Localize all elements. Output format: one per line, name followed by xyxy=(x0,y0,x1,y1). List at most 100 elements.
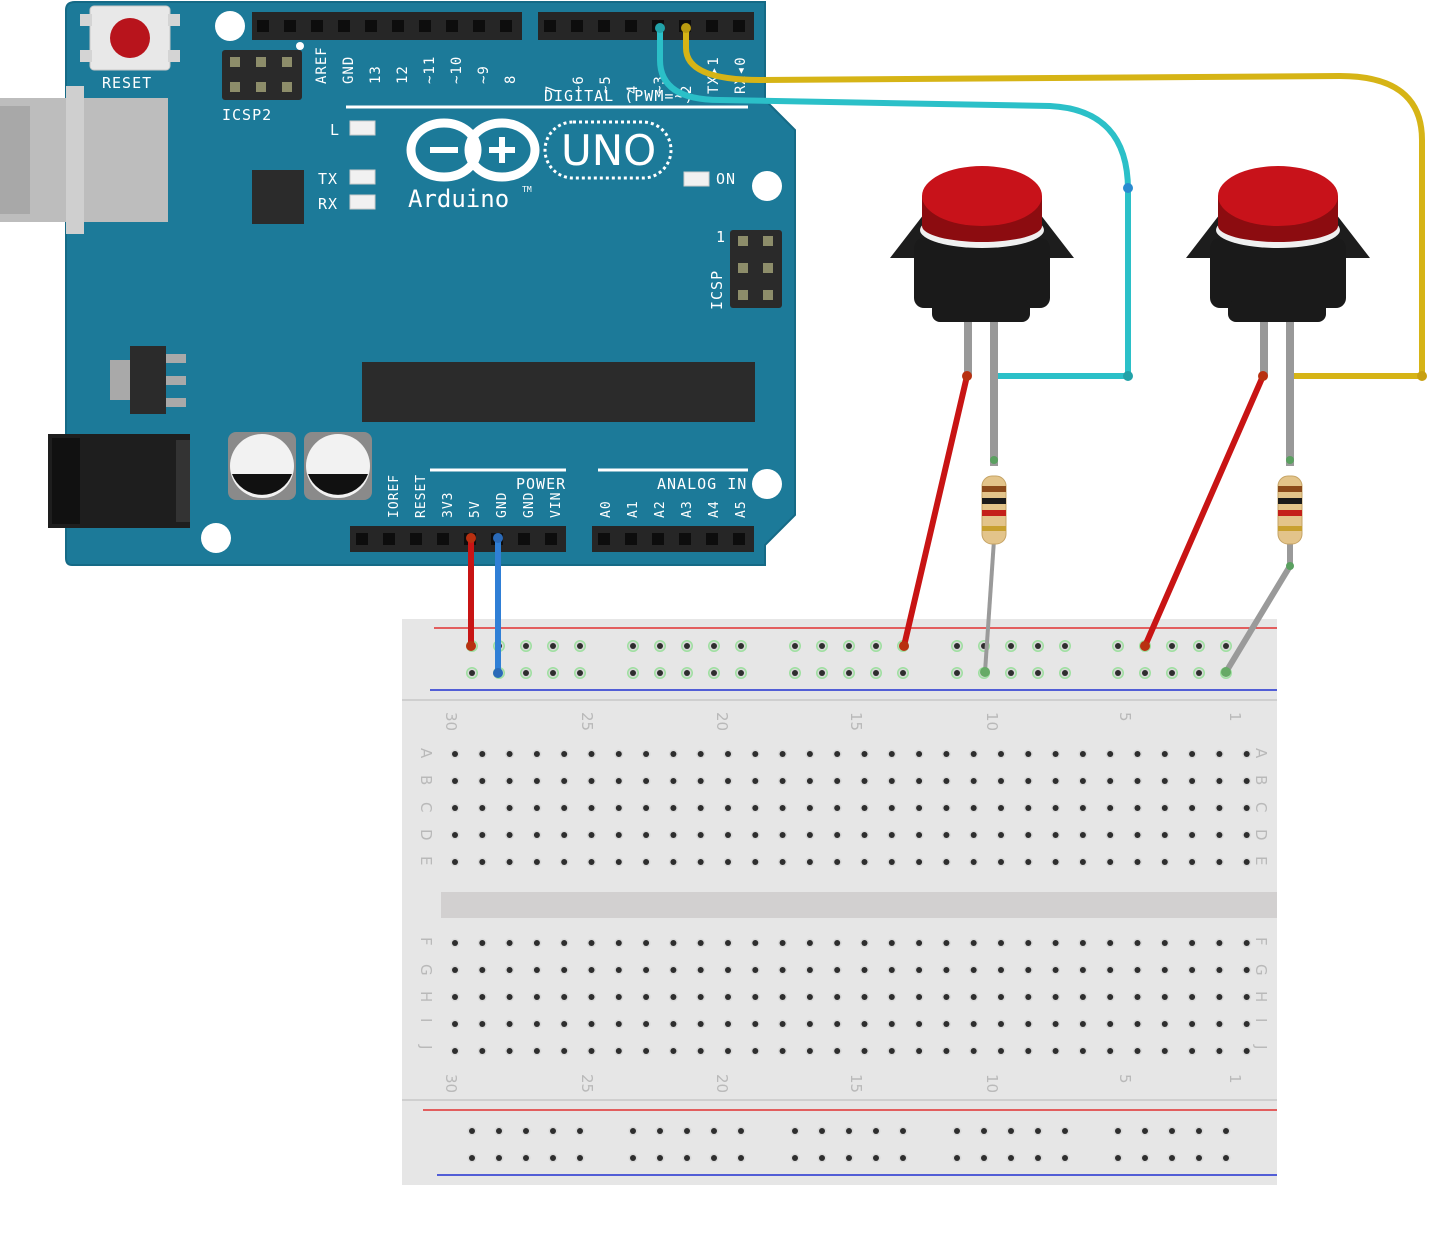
pin-label: ~10 xyxy=(449,56,465,84)
breadboard-hole xyxy=(479,967,486,973)
breadboard-hole xyxy=(550,643,556,649)
breadboard-hole xyxy=(561,1048,568,1054)
breadboard-hole xyxy=(1216,1021,1223,1027)
breadboard-hole xyxy=(506,1021,513,1027)
row-letter: F xyxy=(417,937,435,946)
breadboard-hole xyxy=(834,1048,841,1054)
breadboard-hole xyxy=(670,940,677,946)
header-pin xyxy=(706,20,718,32)
push-button[interactable] xyxy=(890,166,1074,466)
breadboard-hole xyxy=(496,1128,502,1134)
breadboard-hole xyxy=(752,778,759,784)
header-pin xyxy=(257,20,269,32)
header-pin xyxy=(500,20,512,32)
breadboard-hole xyxy=(1134,751,1141,757)
column-number: 30 xyxy=(442,1074,460,1093)
breadboard-hole xyxy=(873,670,879,676)
header-pin xyxy=(311,20,323,32)
wire-end xyxy=(962,371,972,381)
breadboard-hole xyxy=(1107,751,1114,757)
breadboard-hole xyxy=(643,967,650,973)
breadboard-hole xyxy=(643,1048,650,1054)
breadboard-hole xyxy=(970,994,977,1000)
breadboard-hole xyxy=(1142,1155,1148,1161)
breadboard-hole xyxy=(1134,994,1141,1000)
breadboard-hole xyxy=(834,805,841,811)
breadboard-hole xyxy=(1189,805,1196,811)
pin-label: ~11 xyxy=(422,56,438,84)
breadboard-hole xyxy=(834,1021,841,1027)
breadboard-hole xyxy=(806,967,813,973)
wire-end xyxy=(466,533,476,543)
breadboard-hole xyxy=(888,967,895,973)
breadboard-hole xyxy=(496,1155,502,1161)
breadboard-hole xyxy=(779,994,786,1000)
breadboard-hole xyxy=(916,778,923,784)
breadboard-hole xyxy=(1161,967,1168,973)
board-pcb xyxy=(65,1,796,566)
icsp-label: ICSP xyxy=(708,270,726,310)
breadboard-hole xyxy=(1035,1128,1041,1134)
breadboard-hole xyxy=(1107,940,1114,946)
breadboard-hole xyxy=(943,859,950,865)
breadboard-hole xyxy=(792,643,798,649)
breadboard-hole xyxy=(819,1155,825,1161)
breadboard-hole xyxy=(670,751,677,757)
breadboard-hole xyxy=(834,832,841,838)
breadboard-hole xyxy=(806,859,813,865)
breadboard-hole xyxy=(697,940,704,946)
header-pin xyxy=(706,533,718,545)
breadboard-hole xyxy=(657,643,663,649)
breadboard-hole xyxy=(577,1128,583,1134)
pin-label: RESET xyxy=(414,474,429,518)
breadboard-hole xyxy=(577,670,583,676)
breadboard-hole xyxy=(670,1021,677,1027)
breadboard-hole xyxy=(846,1128,852,1134)
breadboard-hole xyxy=(1189,1048,1196,1054)
breadboard-hole xyxy=(523,670,529,676)
breadboard-hole xyxy=(1223,1128,1229,1134)
breadboard-hole xyxy=(1243,751,1250,757)
breadboard-hole xyxy=(1216,967,1223,973)
breadboard-hole xyxy=(1062,1128,1068,1134)
wire-end xyxy=(493,533,503,543)
breadboard-hole xyxy=(452,751,458,757)
breadboard-hole xyxy=(1189,940,1196,946)
breadboard-hole xyxy=(1052,778,1059,784)
breadboard-hole xyxy=(1216,832,1223,838)
breadboard-hole xyxy=(657,670,663,676)
header-pin xyxy=(419,20,431,32)
pin-label: 3V3 xyxy=(441,492,456,518)
push-button[interactable] xyxy=(1186,166,1370,466)
breadboard-hole xyxy=(916,832,923,838)
breadboard-hole xyxy=(697,778,704,784)
reset-button[interactable] xyxy=(80,5,180,71)
breadboard-hole xyxy=(630,670,636,676)
breadboard-hole xyxy=(752,1048,759,1054)
breadboard-hole xyxy=(615,805,622,811)
wire-5v-button xyxy=(1142,373,1266,649)
breadboard-hole xyxy=(588,1021,595,1027)
wire-end xyxy=(493,668,503,678)
pin-label: A5 xyxy=(734,500,749,518)
breadboard-hole xyxy=(1134,805,1141,811)
breadboard-hole xyxy=(452,805,458,811)
breadboard-hole xyxy=(452,832,458,838)
breadboard-hole xyxy=(725,1048,731,1054)
header-pin xyxy=(446,20,458,32)
row-letter: I xyxy=(1252,1018,1270,1022)
breadboard-hole xyxy=(469,670,475,676)
reset-label: RESET xyxy=(102,74,152,92)
breadboard-hole xyxy=(1189,778,1196,784)
breadboard-hole xyxy=(1079,832,1086,838)
row-letter: E xyxy=(417,856,435,865)
breadboard-hole xyxy=(643,859,650,865)
breadboard-hole xyxy=(998,778,1004,784)
breadboard-hole xyxy=(1161,805,1168,811)
row-letter: F xyxy=(1252,937,1270,946)
breadboard-hole xyxy=(630,1155,636,1161)
resistor xyxy=(1221,456,1303,677)
wire-end xyxy=(899,641,909,651)
breadboard-hole xyxy=(506,940,513,946)
